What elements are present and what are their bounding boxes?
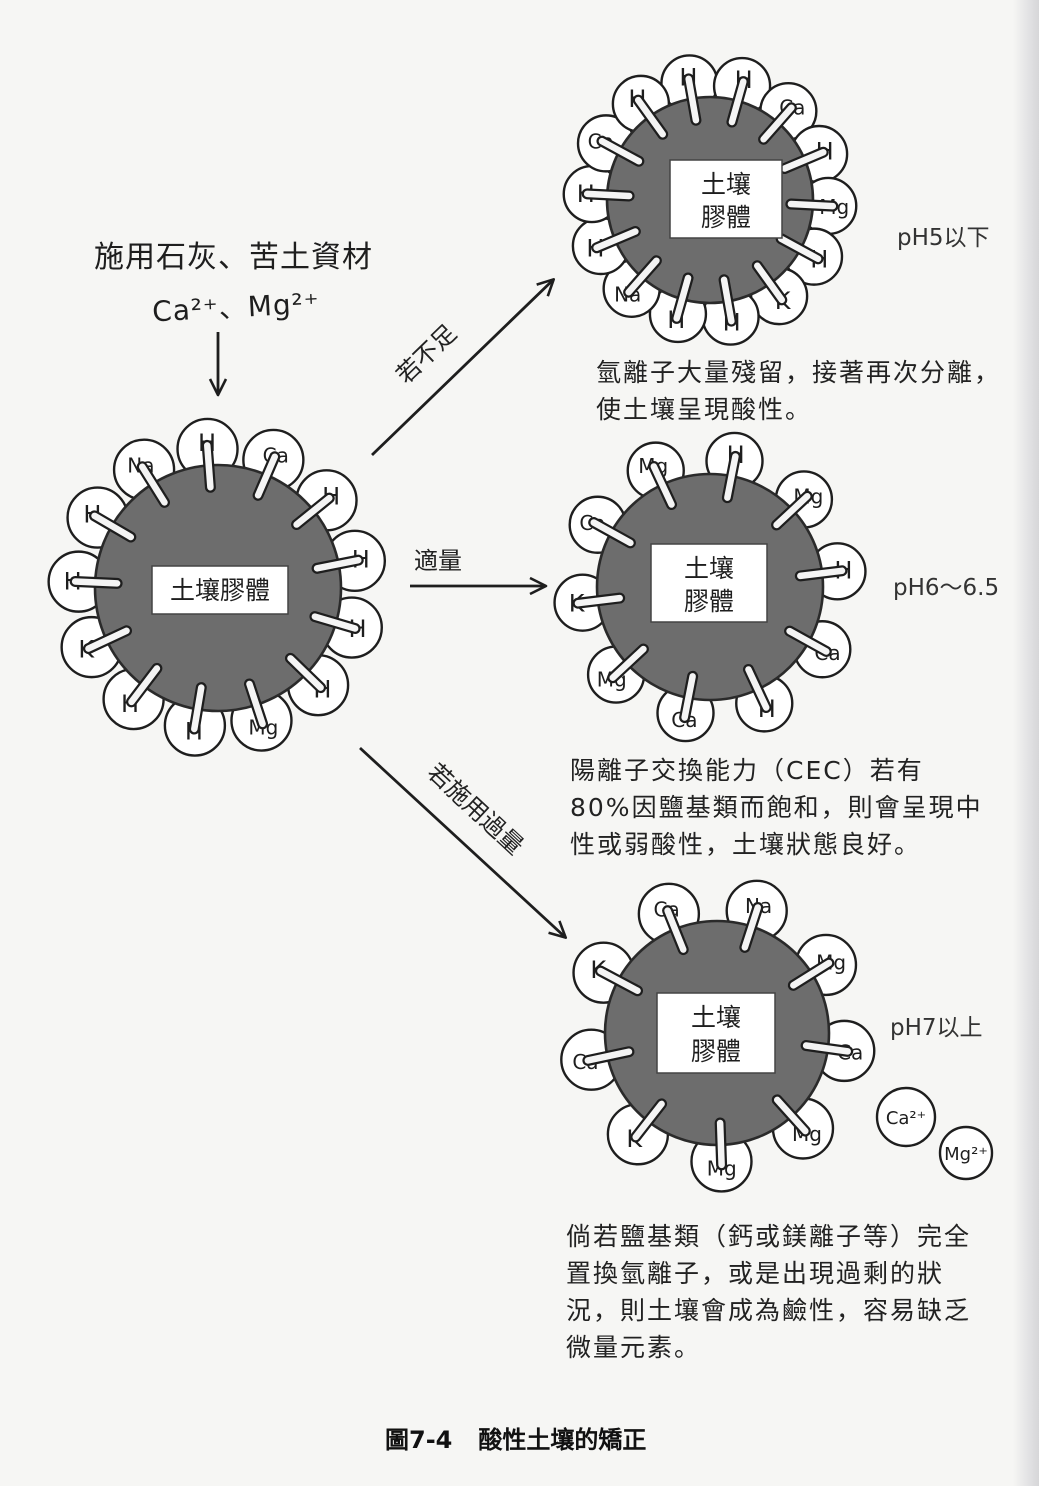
middle-description: 陽離子交換能力（CEC）若有 80%因鹽基類而飽和，則會呈現中 性或弱酸性，土壤… xyxy=(570,752,983,863)
bond-peg-fill xyxy=(138,463,168,506)
figure-title: 酸性土壤的矯正 xyxy=(478,1426,647,1454)
bond-peg-fill xyxy=(760,104,795,143)
bond-peg-fill xyxy=(246,680,266,728)
free-ion-label: Ca²⁺ xyxy=(886,1108,926,1129)
bond-peg-fill xyxy=(790,959,833,989)
free-ion-bubble xyxy=(875,1086,937,1148)
arrow-insufficient xyxy=(371,278,556,457)
desc-line: 80%因鹽基類而飽和，則會呈現中 xyxy=(570,793,983,822)
bond-peg-fill xyxy=(745,666,770,711)
colloid-label: 土壤 xyxy=(684,554,734,583)
colloid-label: 膠體 xyxy=(691,1037,741,1066)
desc-line: 使土壤呈現酸性。 xyxy=(596,395,813,424)
colloid-label: 膠體 xyxy=(701,203,751,232)
middle-ph: pH6～6.5 xyxy=(893,575,1000,601)
bond-peg-fill xyxy=(664,907,687,953)
bond-peg-fill xyxy=(741,904,762,951)
bond-peg-fill xyxy=(650,463,675,508)
free-ion-label: Mg²⁺ xyxy=(944,1144,988,1165)
bond-peg-fill xyxy=(786,627,830,655)
bond-peg-fill xyxy=(287,655,324,691)
colloid-label-box xyxy=(151,565,289,615)
colloid-top: HHCaHMgHKHHNaHHCaH土壤膠體 xyxy=(562,54,858,346)
desc-line: 氫離子大量殘留，接著再次分離， xyxy=(596,358,1002,387)
bond-peg-fill xyxy=(634,96,666,138)
bond-peg-fill xyxy=(720,276,735,325)
input-label: 施用石灰、苦土資材 xyxy=(94,240,373,275)
arrow-excess xyxy=(359,746,568,939)
bond-peg-fill xyxy=(802,1042,851,1055)
bottom-description: 倘若鹽基類（鈣或鎂離子等）完全 置換氫離子，或是出現過剩的狀 況，則土壤會成為鹼… xyxy=(566,1218,971,1366)
bond-peg-fill xyxy=(787,200,837,210)
bond-peg-fill xyxy=(716,1119,725,1169)
bond-peg-fill xyxy=(590,519,634,547)
bond-peg-fill xyxy=(625,257,660,296)
colloid-label-box xyxy=(656,992,776,1074)
bond-peg-fill xyxy=(773,1096,809,1135)
bottom-ph: pH7以上 xyxy=(890,1015,983,1041)
bond-peg-fill xyxy=(311,613,359,632)
bond-peg-fill xyxy=(685,75,700,124)
bond-peg-fill xyxy=(781,148,827,172)
colloid-start: NaHCaHHHHMgHHKHH土壤膠體 xyxy=(47,417,387,757)
bond-peg-fill xyxy=(191,684,205,733)
colloid-label-box xyxy=(650,543,768,623)
bond-peg-fill xyxy=(593,228,639,252)
colloid-label: 土壤 xyxy=(701,170,751,199)
bond-peg-fill xyxy=(754,262,786,304)
colloid-middle: MgHMgHCaHCaMgKCa土壤膠體 xyxy=(553,431,867,743)
bond-peg-fill xyxy=(681,673,696,721)
desc-line: 況，則土壤會成為鹼性，容易缺乏 xyxy=(566,1296,972,1325)
bond-peg-fill xyxy=(584,1048,633,1064)
colloid-label: 膠體 xyxy=(684,587,734,616)
figure-number: 圖7-4 xyxy=(385,1426,453,1454)
bond-peg-fill xyxy=(574,594,623,607)
bond-peg-fill xyxy=(609,645,647,681)
bond-peg-fill xyxy=(254,453,279,499)
bond-peg-fill xyxy=(777,235,822,263)
bond-peg-fill xyxy=(724,453,739,501)
bond-peg-fill xyxy=(583,190,633,200)
bond-peg-fill xyxy=(598,137,643,165)
free-ion-bubble xyxy=(938,1125,994,1181)
bond-peg-fill xyxy=(293,494,333,528)
bond-peg-fill xyxy=(797,567,846,580)
bond-peg-fill xyxy=(313,556,362,572)
desc-line: 置換氫離子，或是出現過剩的狀 xyxy=(566,1259,945,1288)
bond-peg-fill xyxy=(204,442,214,491)
bond-peg-fill xyxy=(128,665,161,706)
bond-peg-fill xyxy=(728,78,747,126)
bond-peg-fill xyxy=(673,274,692,322)
top-ph: pH5以下 xyxy=(897,225,990,251)
desc-line: 性或弱酸性，土壤狀態良好。 xyxy=(570,830,922,859)
colloid-label: 土壤 xyxy=(691,1003,741,1032)
bond-peg-fill xyxy=(773,493,811,529)
bond-peg-fill xyxy=(91,512,135,541)
bond-peg-fill xyxy=(71,578,121,587)
top-description: 氫離子大量殘留，接著再次分離， 使土壤呈現酸性。 xyxy=(596,354,1001,428)
colloid-label: 土壤膠體 xyxy=(170,576,270,605)
arrow-label-excess: 若施用過量 xyxy=(422,758,529,860)
arrow-label-proper: 適量 xyxy=(414,547,462,575)
bond-peg-fill xyxy=(597,967,641,994)
page-edge-shadow xyxy=(1013,0,1039,1486)
figure-caption: 圖7-4 酸性土壤的矯正 xyxy=(385,1420,646,1455)
colloid-label-box xyxy=(669,159,783,239)
bond-peg-fill xyxy=(85,627,130,652)
colloid-bottom: CaNaMgCaMgMgKCaK土壤膠體 xyxy=(560,879,876,1193)
desc-line: 陽離子交換能力（CEC）若有 xyxy=(570,756,924,785)
bond-peg-fill xyxy=(632,1100,665,1141)
desc-line: 微量元素。 xyxy=(566,1333,702,1362)
desc-line: 倘若鹽基類（鈣或鎂離子等）完全 xyxy=(566,1222,972,1251)
